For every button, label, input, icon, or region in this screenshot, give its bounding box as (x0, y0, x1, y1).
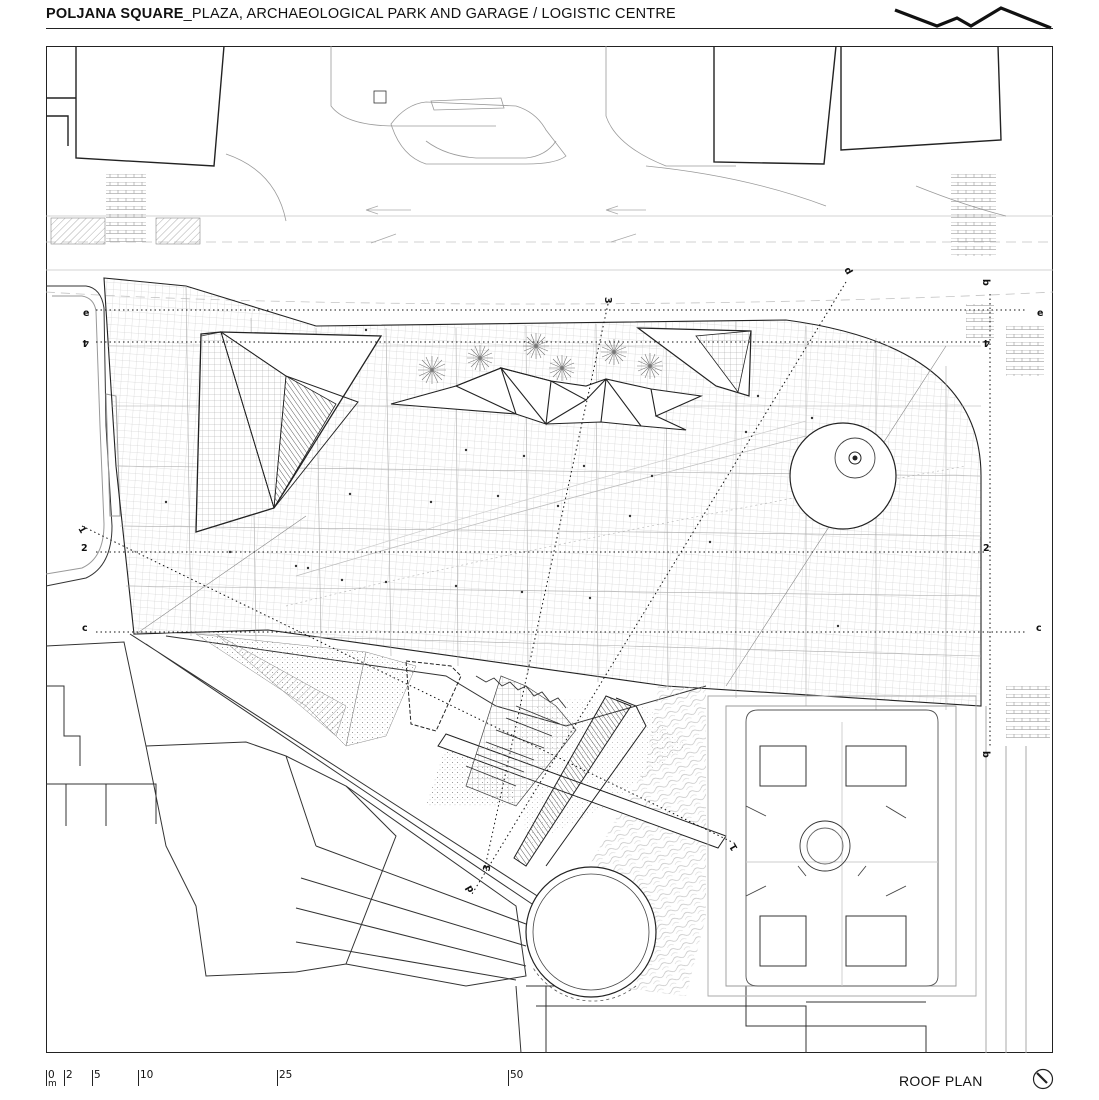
left-context (46, 285, 157, 826)
title-description: _PLAZA, ARCHAEOLOGICAL PARK AND GARAGE /… (183, 6, 676, 22)
scale-tick-2 (64, 1070, 65, 1086)
rotunda (789, 422, 897, 530)
scale-unit: m (48, 1079, 57, 1089)
section-label-d-bottom: d (464, 883, 477, 894)
section-label-e-left: e (83, 308, 89, 319)
section-label-c-right: c (1036, 623, 1042, 634)
header-rule (46, 28, 1053, 29)
trees (418, 333, 663, 384)
scale-tick-25 (277, 1070, 278, 1086)
lighting-points (164, 328, 840, 628)
section-label-1-right: 1 (728, 841, 741, 852)
plan-name: ROOF PLAN (899, 1073, 983, 1089)
north-arrow-icon (1032, 1068, 1054, 1090)
section-label-2-left: 2 (81, 543, 88, 554)
scale-label-5: 5 (94, 1069, 101, 1081)
section-lines (81, 281, 1026, 895)
pavilion-right (636, 327, 752, 397)
section-label-e-right: e (1037, 308, 1043, 319)
crosswalk-left (106, 174, 146, 246)
scale-tick-0 (46, 1070, 47, 1086)
crosswalk-right (951, 174, 996, 256)
section-label-2-right: 2 (983, 543, 990, 554)
drawing-title: POLJANA SQUARE_PLAZA, ARCHAEOLOGICAL PAR… (46, 6, 676, 22)
scale-bar: 0 m 2 5 10 25 50 (42, 1066, 562, 1096)
scale-tick-50 (508, 1070, 509, 1086)
section-label-1-left: 1 (75, 524, 88, 535)
scale-label-25: 25 (279, 1069, 293, 1081)
top-buildings (46, 46, 1002, 167)
scale-tick-10 (138, 1070, 139, 1086)
scale-label-2: 2 (66, 1069, 73, 1081)
scale-label-0: 0 (48, 1069, 55, 1081)
scale-tick-5 (92, 1070, 93, 1086)
garage-ramp-circle (525, 866, 657, 1002)
scale-label-10: 10 (140, 1069, 154, 1081)
garden-square (707, 695, 977, 997)
scale-label-50: 50 (510, 1069, 524, 1081)
section-label-4-right: 4 (983, 337, 990, 348)
top-context (46, 46, 1053, 305)
section-label-c-left: c (82, 623, 88, 634)
section-label-3-top: 3 (602, 297, 613, 304)
central-roof-sculpture (390, 367, 703, 431)
section-label-d-top: d (841, 265, 854, 276)
section-label-4-left: 4 (82, 337, 89, 348)
title-project-name: POLJANA SQUARE (46, 6, 184, 22)
section-label-b-top: b (980, 279, 991, 286)
ramp-structure (405, 660, 727, 867)
section-label-b-bottom: b (980, 751, 991, 758)
pavilion-left (195, 331, 383, 533)
zigzag-logo-icon (894, 6, 1052, 30)
roof-plan-drawing: e e 4 4 2 2 c c 1 1 3 3 d d b b (46, 46, 1053, 1053)
section-label-3-bottom: 3 (481, 864, 493, 873)
